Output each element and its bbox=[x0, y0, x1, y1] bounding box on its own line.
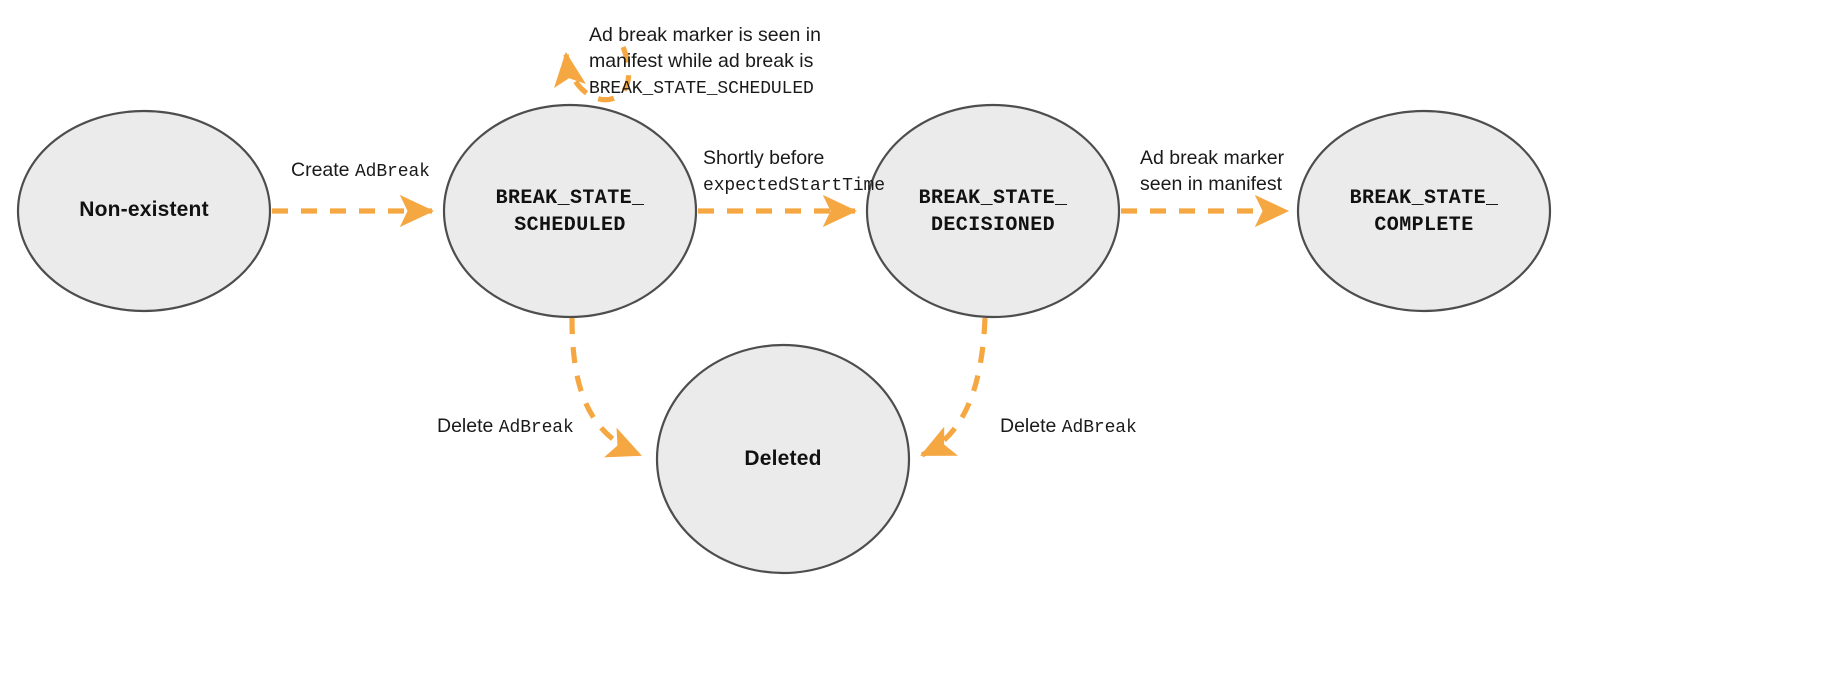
edge-delete-adbreak-from-scheduled bbox=[569, 317, 642, 458]
node-break-state-decisioned[interactable] bbox=[865, 103, 1121, 319]
edge-marker-seen-while-scheduled bbox=[554, 46, 632, 103]
edge-label-marker-seen-while-scheduled: Ad break marker is seen in manifest whil… bbox=[589, 24, 821, 99]
edge-delete-adbreak-from-decisioned bbox=[920, 317, 988, 458]
node-deleted[interactable] bbox=[655, 343, 911, 575]
edge-label-marker-seen-in-manifest: Ad break marker seen in manifest bbox=[1140, 147, 1285, 195]
node-break-state-scheduled[interactable] bbox=[442, 103, 698, 319]
node-non-existent[interactable] bbox=[16, 109, 272, 313]
edge-label-delete-adbreak-from-scheduled: Delete AdBreak bbox=[437, 415, 574, 438]
node-break-state-complete[interactable] bbox=[1296, 109, 1552, 313]
edge-label-create-adbreak: Create AdBreak bbox=[291, 159, 430, 182]
edge-label-delete-adbreak-from-decisioned: Delete AdBreak bbox=[1000, 415, 1137, 438]
edge-label-shortly-before-expected-start-time: Shortly before expectedStartTime bbox=[703, 147, 885, 196]
